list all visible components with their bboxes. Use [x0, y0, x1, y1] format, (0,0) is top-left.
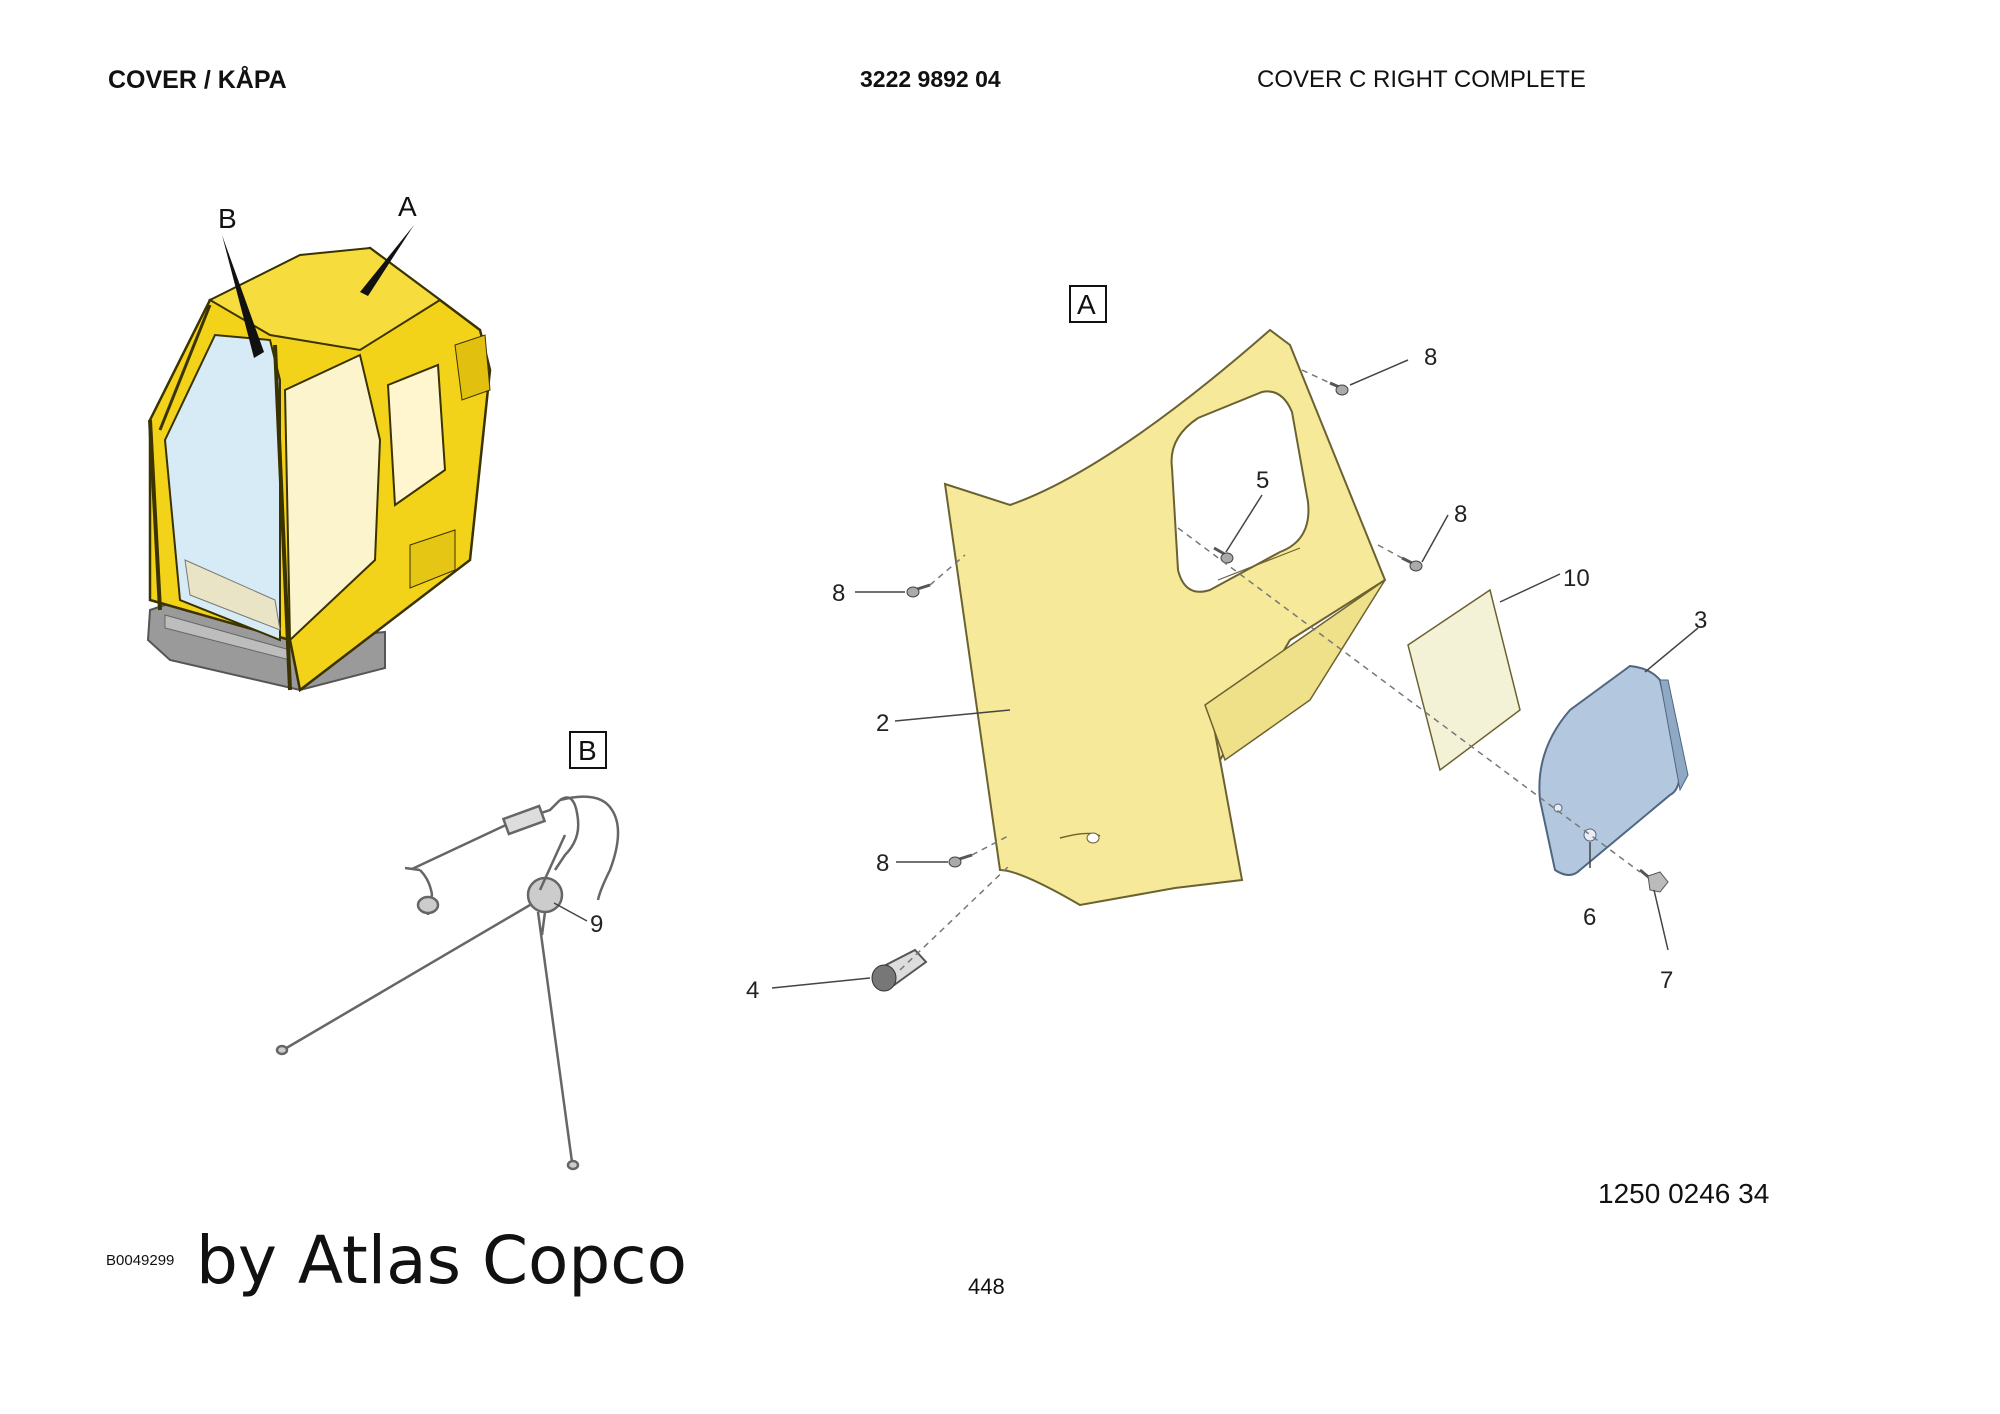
- page-title: COVER / KÅPA: [108, 66, 287, 94]
- drawing-number: 1250 0246 34: [1598, 1178, 1770, 1209]
- screw-8-top: [1329, 381, 1349, 396]
- image-code: B0049299: [106, 1252, 175, 1269]
- part-description: COVER C RIGHT COMPLETE: [1257, 66, 1586, 93]
- callout-4: 4: [746, 977, 759, 1004]
- leaders: [771, 359, 1699, 989]
- cover-panel: [943, 328, 1387, 907]
- callout-8-lower: 8: [876, 850, 889, 877]
- view-a-group: A: [746, 285, 1707, 1004]
- callout-10: 10: [1563, 565, 1590, 592]
- screw-8-right: [1401, 556, 1423, 572]
- leader-9: [553, 902, 588, 922]
- cab-overview-illustration: B A: [146, 191, 492, 693]
- brand-text: by Atlas Copco: [196, 1222, 687, 1299]
- view-a-label: A: [1077, 289, 1096, 320]
- plug-4: [871, 948, 928, 992]
- assembly-lines: [899, 369, 1641, 971]
- view-a-box: [1069, 285, 1107, 323]
- callout-2: 2: [876, 710, 889, 737]
- screw-8-lower: [948, 853, 973, 868]
- plate-10: [1407, 588, 1521, 772]
- callout-8-top: 8: [1424, 344, 1437, 371]
- cover-window-opening: [1170, 390, 1310, 593]
- callout-5: 5: [1256, 467, 1269, 494]
- callout-7: 7: [1660, 967, 1673, 994]
- knob-7: [1639, 868, 1669, 893]
- cover-3: [1538, 664, 1682, 876]
- view-b-label: B: [578, 735, 597, 766]
- callout-8-left: 8: [832, 580, 845, 607]
- cover-panel-lower-flange: [1204, 579, 1386, 762]
- callout-3: 3: [1694, 607, 1707, 634]
- callout-8-right: 8: [1454, 501, 1467, 528]
- callout-6: 6: [1583, 904, 1596, 931]
- pointer-b-label: B: [218, 203, 237, 234]
- callout-9: 9: [590, 911, 603, 938]
- part-number: 3222 9892 04: [860, 66, 1001, 92]
- pointer-a-label: A: [398, 191, 417, 222]
- pointer-a-arrow: [360, 225, 414, 296]
- page-number: 448: [968, 1274, 1005, 1299]
- view-b-box: [569, 731, 607, 769]
- antenna-cable-assembly: [275, 795, 620, 1171]
- screw-5: [1213, 546, 1234, 564]
- screw-8-left: [906, 583, 931, 598]
- view-b-group: B 9: [275, 731, 620, 1171]
- pointer-b-arrow: [222, 235, 264, 358]
